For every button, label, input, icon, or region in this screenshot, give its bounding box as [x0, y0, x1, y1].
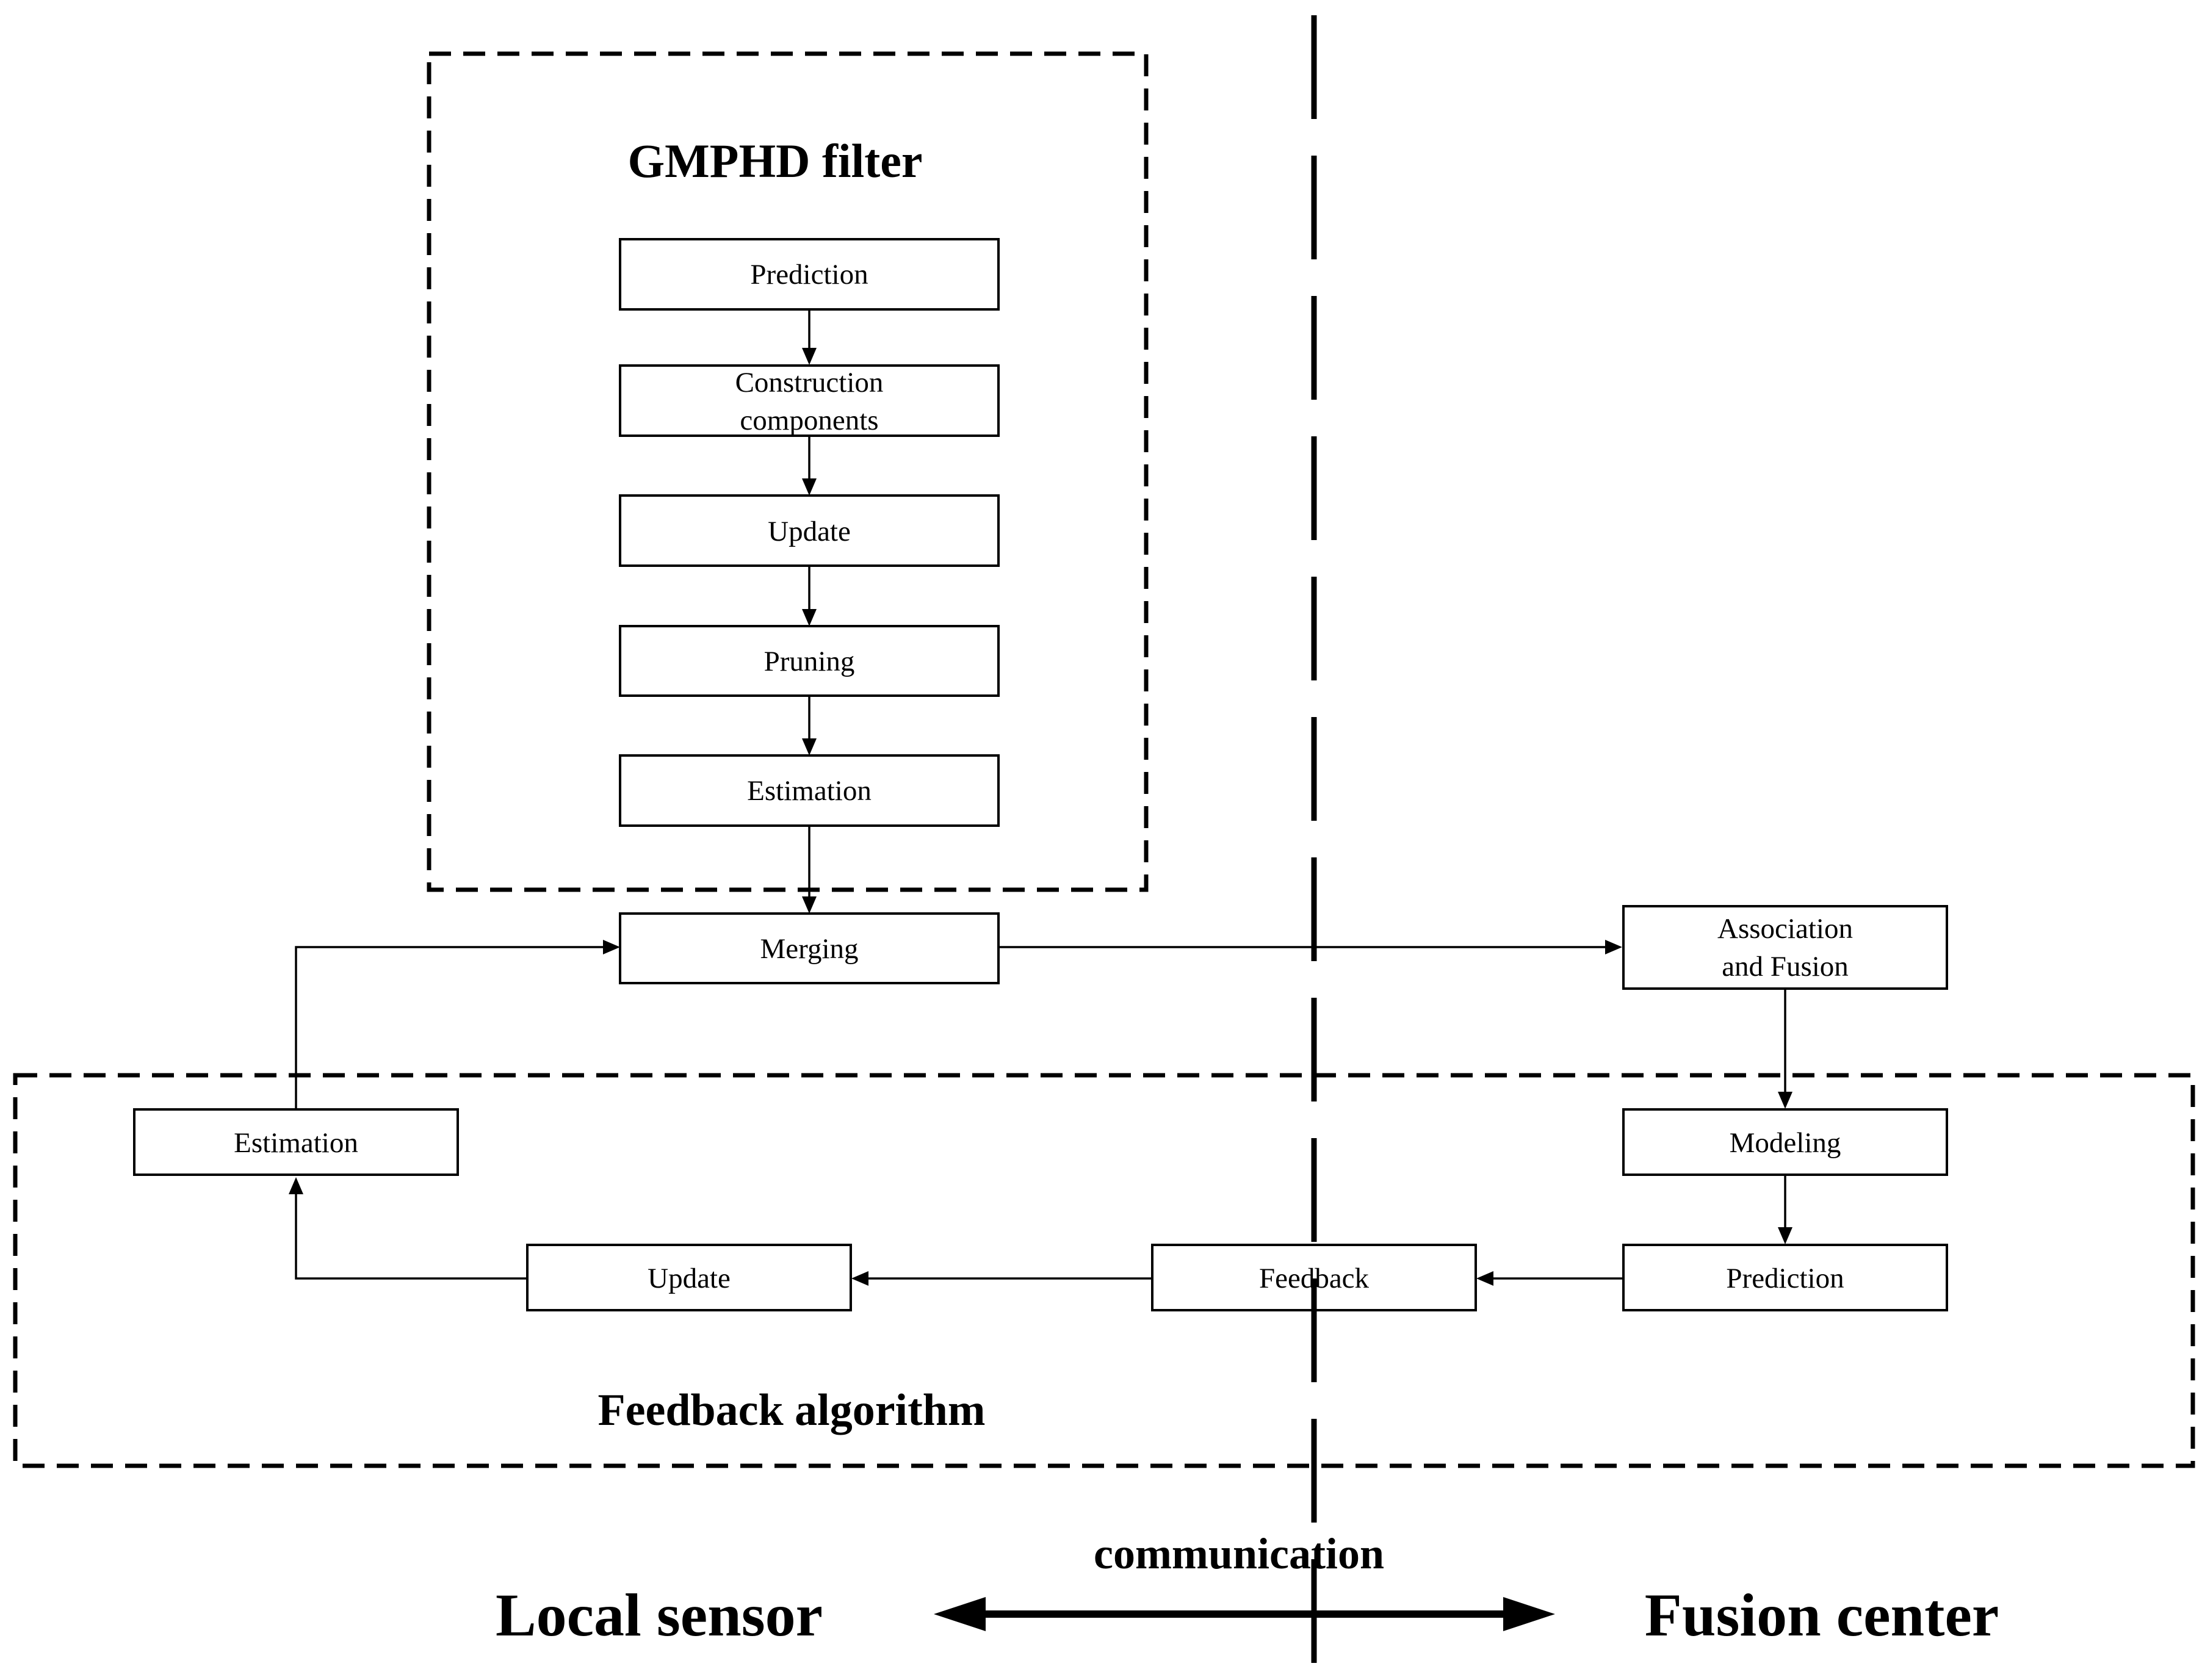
gmphd-step-pruning-label: Pruning	[764, 646, 855, 677]
gmphd-step-pruning: Pruning	[619, 625, 1000, 697]
gmphd-step-update-label: Update	[768, 516, 851, 547]
modeling-box: Modeling	[1622, 1108, 1948, 1176]
fusion-center-label: Fusion center	[1645, 1581, 1999, 1649]
gmphd-step-prediction: Prediction	[619, 238, 1000, 311]
fusion-prediction-box: Prediction	[1622, 1244, 1948, 1311]
gmphd-step-prediction-label: Prediction	[750, 259, 868, 290]
feedback-algorithm-title: Feedback algorithm	[597, 1385, 985, 1435]
fusion-prediction-label: Prediction	[1726, 1263, 1844, 1294]
merging-label: Merging	[760, 933, 858, 965]
gmphd-filter-title: GMPHD filter	[628, 134, 923, 187]
communication-arrow-right-head	[1503, 1597, 1555, 1631]
communication-arrow-left-head	[934, 1597, 986, 1631]
communication-label: communication	[1094, 1529, 1384, 1578]
gmphd-step-update: Update	[619, 494, 1000, 567]
modeling-label: Modeling	[1730, 1127, 1841, 1159]
merging-box: Merging	[619, 912, 1000, 984]
feedback-estimation-label: Estimation	[234, 1127, 358, 1159]
gmphd-step-estimation-label: Estimation	[747, 775, 872, 807]
feedback-update-box: Update	[526, 1244, 852, 1311]
arrow-estimation-to-merging-loop	[295, 946, 611, 1109]
local-sensor-label: Local sensor	[496, 1581, 823, 1649]
gmphd-filter-region	[427, 51, 1149, 892]
connectors	[289, 310, 1792, 1286]
gmphd-step-estimation: Estimation	[619, 754, 1000, 827]
feedback-algorithm-region	[13, 1073, 2195, 1468]
feedback-estimation-box: Estimation	[133, 1108, 459, 1176]
feedback-update-label: Update	[648, 1263, 731, 1294]
arrow-update-to-estimation	[295, 1186, 527, 1280]
